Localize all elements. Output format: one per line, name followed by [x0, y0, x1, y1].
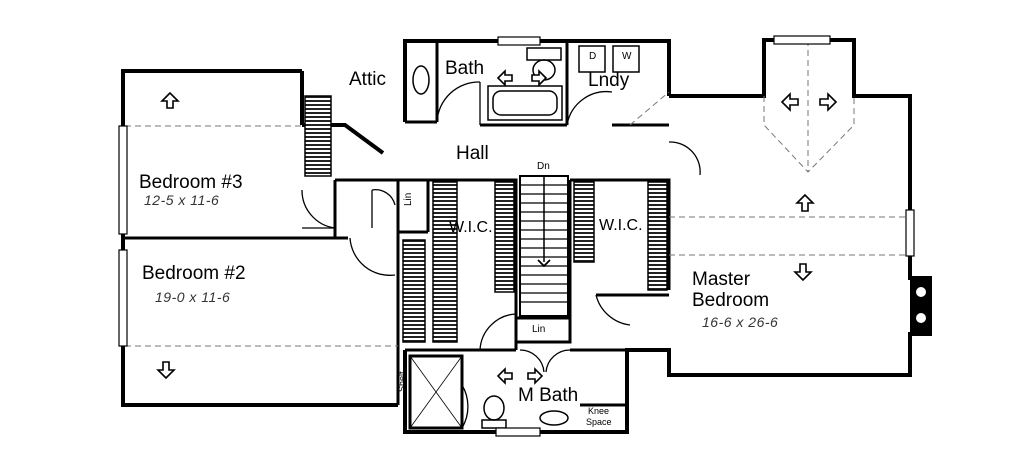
arrow-up-icon — [795, 193, 815, 212]
toilet-tank — [526, 47, 562, 61]
bath-label: Bath — [445, 58, 485, 79]
laundry-washer-box — [612, 45, 640, 73]
knee-space-line1: Knee — [588, 406, 610, 416]
arrow-up-icon — [160, 91, 180, 109]
master-bedroom-name-2: Bedroom — [692, 290, 770, 311]
bathtub — [487, 85, 563, 121]
laundry-label: Lndy — [588, 70, 630, 91]
arrow-right-icon — [527, 367, 544, 385]
closet-shelving — [304, 95, 668, 343]
chimney — [910, 278, 932, 334]
fixtures — [409, 45, 640, 429]
linen-lower-label: Lin — [532, 324, 546, 335]
ceiling-lines — [125, 40, 908, 347]
staircase — [519, 175, 569, 317]
hall-label: Hall — [456, 143, 489, 164]
door-swings — [301, 81, 701, 429]
wic-left-label: W.I.C. — [449, 219, 493, 236]
laundry-dryer-box — [578, 45, 606, 73]
linen-upper-label: Lin — [403, 192, 414, 206]
bedroom2-name: Bedroom #2 — [142, 263, 246, 284]
arrow-right-icon — [531, 69, 548, 87]
wic-right-label: W.I.C. — [599, 217, 643, 234]
windows — [118, 35, 915, 437]
interior-walls — [123, 41, 671, 430]
master-bedroom-dims: 16-6 x 26-6 — [702, 314, 779, 330]
arrow-left-icon — [496, 367, 513, 385]
master-toilet — [483, 395, 505, 421]
shelf-label: Shelf — [397, 371, 407, 392]
master-bedroom-name-1: Master — [692, 269, 751, 290]
attic-label: Attic — [349, 69, 386, 90]
ceiling-arrows — [156, 69, 838, 385]
arrow-right-icon — [819, 92, 838, 112]
arrow-down-icon — [156, 361, 176, 380]
attic-oval — [412, 65, 430, 95]
bedroom3-dims: 12-5 x 11-6 — [144, 192, 220, 208]
stairs-down-label: Dn — [537, 161, 550, 172]
arrow-left-icon — [780, 92, 799, 112]
dryer-label: D — [589, 51, 597, 62]
bedroom2-dims: 19-0 x 11-6 — [155, 289, 231, 305]
knee-space-line2: Space — [586, 417, 612, 427]
master-sink — [539, 410, 569, 426]
washer-label: W — [622, 51, 632, 62]
master-bath-label: M Bath — [518, 385, 579, 406]
bedroom3-name: Bedroom #3 — [139, 172, 243, 193]
arrow-down-icon — [793, 263, 813, 282]
arrow-left-icon — [496, 69, 513, 87]
